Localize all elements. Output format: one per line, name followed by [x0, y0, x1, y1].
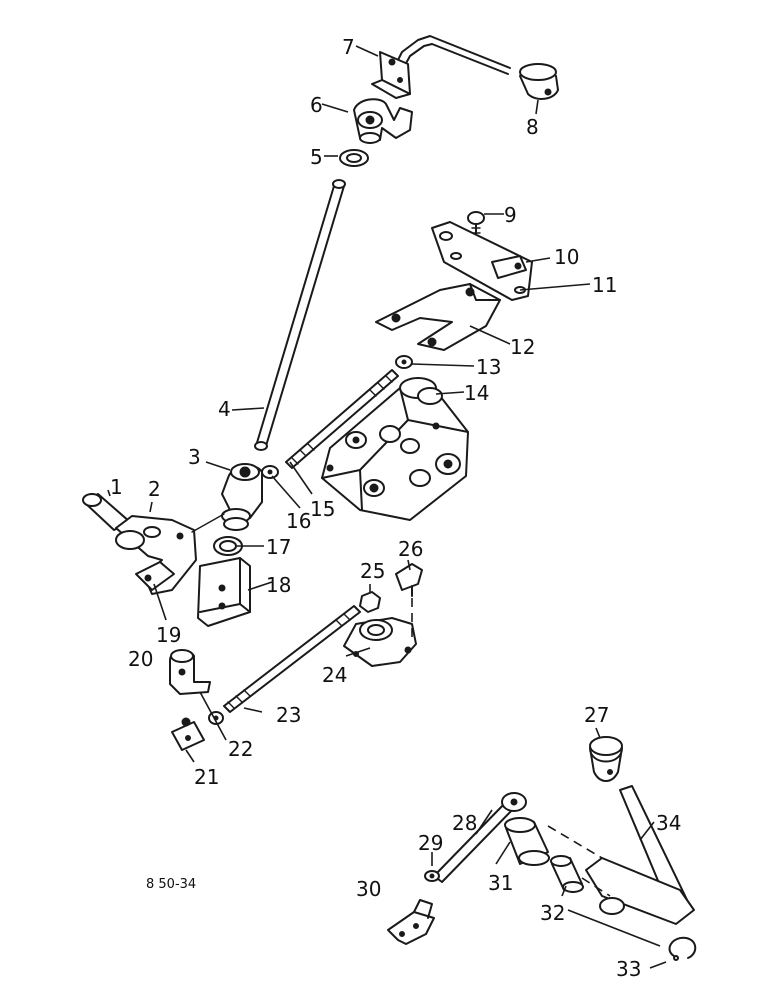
callout-11: 11 [592, 273, 617, 297]
part-19-clevis [135, 561, 175, 591]
part-25-nut [359, 591, 381, 613]
part-15-threaded-rod [285, 369, 399, 469]
part-16-nut [261, 465, 279, 479]
part-27-knob [589, 736, 623, 782]
part-14-valve [321, 377, 469, 521]
callout-31: 31 [488, 871, 513, 895]
part-20-clamp [169, 649, 211, 695]
callout-15: 15 [310, 497, 335, 521]
callout-25: 25 [360, 559, 385, 583]
callout-5: 5 [310, 145, 323, 169]
callout-32: 32 [540, 901, 565, 925]
callout-19: 19 [156, 623, 181, 647]
part-29-washer [424, 870, 440, 882]
callout-12: 12 [510, 335, 535, 359]
part-6-bracket [353, 98, 413, 144]
part-30-clevis [387, 899, 435, 945]
callout-17: 17 [266, 535, 291, 559]
callout-21: 21 [194, 765, 219, 789]
part-5-ring [339, 149, 369, 167]
part-28-rod [433, 792, 527, 883]
callout-23: 23 [276, 703, 301, 727]
part-10-pin [491, 255, 527, 279]
callout-3: 3 [188, 445, 201, 469]
callout-28: 28 [452, 811, 477, 835]
part-13-nut [395, 355, 413, 369]
part-3-swivel [221, 463, 263, 531]
callout-9: 9 [504, 203, 517, 227]
part-11-plate [431, 221, 533, 301]
callout-7: 7 [342, 35, 355, 59]
part-12-bracket [375, 283, 501, 351]
callout-14: 14 [464, 381, 489, 405]
part-21-clip [171, 717, 205, 751]
callout-16: 16 [286, 509, 311, 533]
callout-10: 10 [554, 245, 579, 269]
part-32-bushing [550, 855, 611, 897]
callout-8: 8 [526, 115, 539, 139]
callout-27: 27 [584, 703, 609, 727]
callout-30: 30 [356, 877, 381, 901]
callout-1: 1 [110, 475, 123, 499]
callout-24: 24 [322, 663, 347, 687]
callout-20: 20 [128, 647, 153, 671]
callout-6: 6 [310, 93, 323, 117]
part-2-crank [115, 513, 225, 595]
figure-code: 8 50-34 [146, 877, 196, 892]
callout-33: 33 [616, 957, 641, 981]
part-23-rod [223, 605, 361, 713]
callout-22: 22 [228, 737, 253, 761]
part-4-rod [254, 179, 346, 451]
callout-labels: 1 2 3 4 5 6 7 8 9 10 11 12 13 14 15 16 1… [110, 35, 681, 981]
part-7-lever [371, 35, 511, 99]
callout-13: 13 [476, 355, 501, 379]
part-24-lever [343, 617, 417, 667]
callout-18: 18 [266, 573, 291, 597]
callout-2: 2 [148, 477, 161, 501]
callout-34: 34 [656, 811, 681, 835]
callout-29: 29 [418, 831, 443, 855]
part-9-bolt [467, 211, 485, 239]
part-31-sleeve [504, 817, 603, 866]
part-18-block [197, 557, 251, 627]
part-8-knob [519, 63, 559, 100]
part-33-circlip [668, 936, 697, 961]
part-34-lever [585, 785, 695, 925]
callout-4: 4 [218, 397, 231, 421]
leader-lines [107, 45, 667, 969]
callout-26: 26 [398, 537, 423, 561]
